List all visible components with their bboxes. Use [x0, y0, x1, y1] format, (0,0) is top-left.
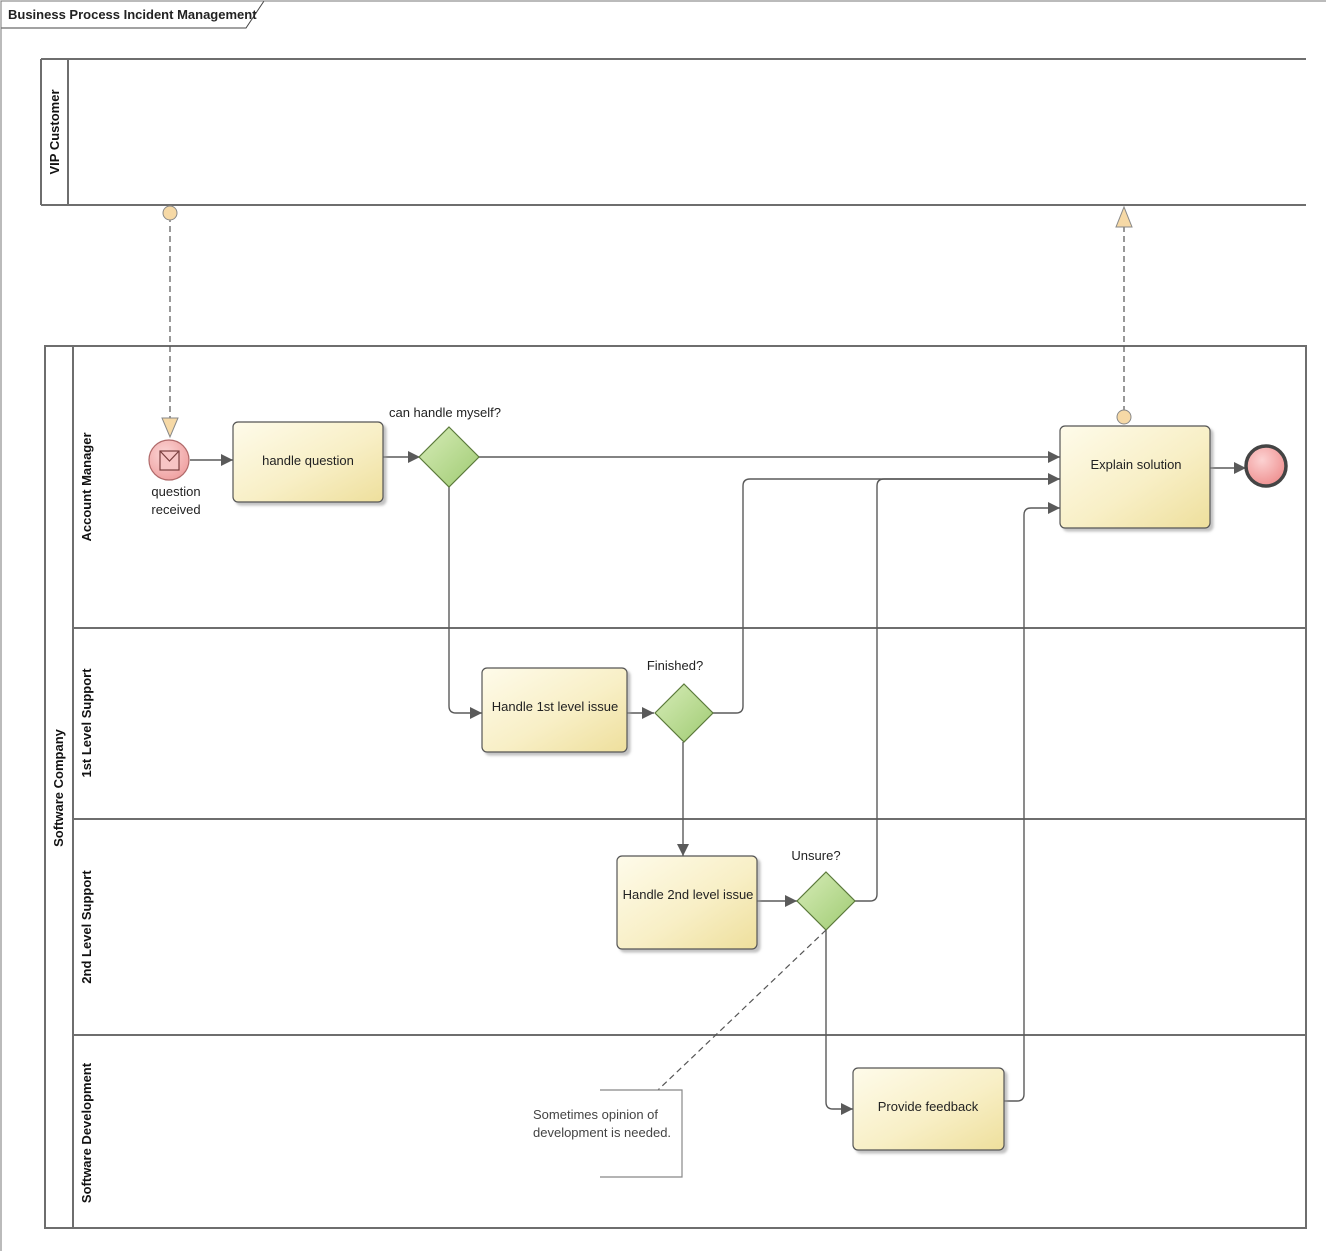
lane-label-2nd-level: 2nd Level Support [79, 870, 94, 984]
task-label-handle-2nd: Handle 2nd level issue [623, 887, 754, 902]
pool-label-company: Software Company [51, 728, 66, 847]
task-handle-2nd-level[interactable]: Handle 2nd level issue [616, 855, 758, 950]
lane-2nd-level-support[interactable]: 2nd Level Support [73, 870, 1306, 1036]
flow-feedback-to-explain [1004, 502, 1060, 1102]
end-event[interactable] [1244, 444, 1288, 488]
flow-finished-to-explain [713, 473, 1060, 714]
envelope-icon [159, 450, 180, 471]
start-event-question-received[interactable]: question received [148, 439, 201, 517]
gateway-unsure[interactable]: Unsure? [791, 848, 856, 931]
flow-unsure-to-explain [855, 478, 1060, 902]
lane-label-account-manager: Account Manager [79, 432, 94, 541]
message-flow-incoming[interactable] [161, 205, 179, 439]
flow-gateway-to-1st [448, 486, 482, 719]
lane-label-1st-level: 1st Level Support [79, 668, 94, 778]
task-explain-solution[interactable]: Explain solution [1059, 425, 1211, 529]
task-label-handle-1st: Handle 1st level issue [492, 699, 618, 714]
start-event-label-1: question [151, 484, 200, 499]
lane-label-dev: Software Development [79, 1062, 94, 1203]
annotation-line-1: Sometimes opinion of [533, 1107, 658, 1122]
frame-title: Business Process Incident Management [8, 7, 257, 22]
sequence-flows [190, 451, 1246, 1115]
pool-label-vip: VIP Customer [47, 89, 62, 174]
lane-software-development[interactable]: Software Development [79, 1062, 94, 1203]
gateway-label-can-handle: can handle myself? [389, 405, 501, 420]
lane-account-manager[interactable]: Account Manager [73, 432, 1306, 629]
task-label-handle-question: handle question [262, 453, 354, 468]
message-flow-outgoing[interactable] [1115, 205, 1133, 425]
task-provide-feedback[interactable]: Provide feedback [852, 1067, 1005, 1151]
lane-1st-level-support[interactable]: 1st Level Support [73, 668, 1306, 820]
task-label-provide-feedback: Provide feedback [878, 1099, 979, 1114]
task-handle-1st-level[interactable]: Handle 1st level issue [481, 667, 628, 753]
gateway-label-unsure: Unsure? [791, 848, 840, 863]
flow-unsure-to-feedback [825, 930, 853, 1115]
gateway-can-handle[interactable]: can handle myself? [389, 405, 501, 488]
task-handle-question[interactable]: handle question [232, 421, 384, 503]
pool-vip-customer[interactable]: VIP Customer [40, 58, 1306, 206]
gateway-label-finished: Finished? [647, 658, 703, 673]
gateway-finished[interactable]: Finished? [647, 658, 714, 743]
start-event-label-2: received [151, 502, 200, 517]
task-label-explain-solution: Explain solution [1090, 457, 1181, 472]
text-annotation[interactable]: Sometimes opinion of development is need… [533, 929, 827, 1178]
annotation-line-2: development is needed. [533, 1125, 671, 1140]
